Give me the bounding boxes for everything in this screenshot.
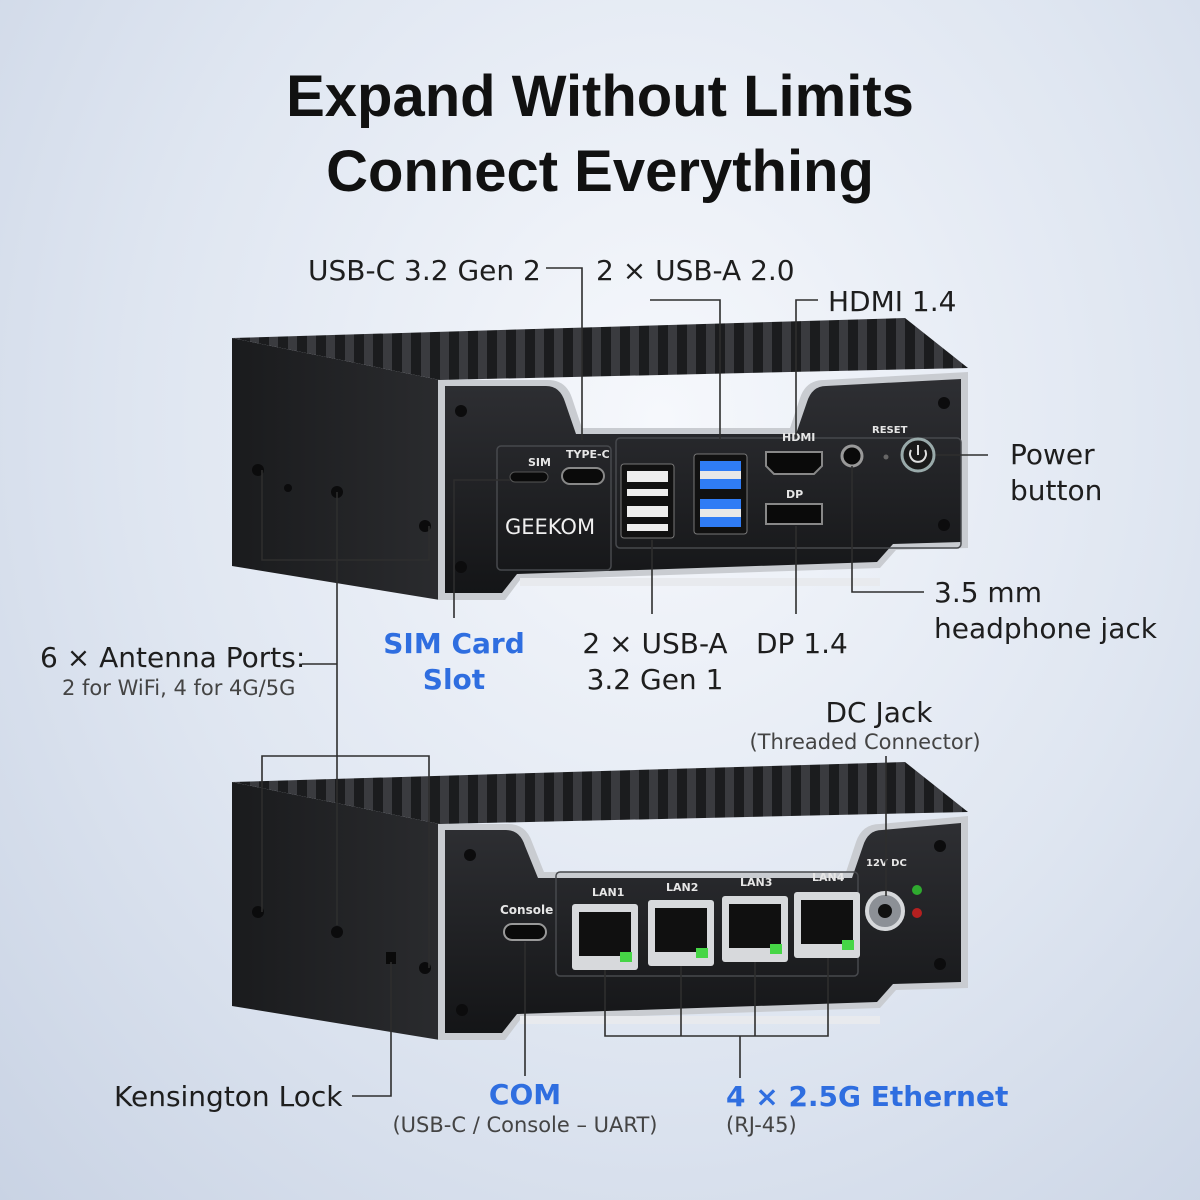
callout-dc-jack-sub: (Threaded Connector)	[749, 730, 981, 754]
callout-usb-a-2-0: 2 × USB-A 2.0	[596, 254, 795, 287]
kensington-slot	[386, 952, 396, 964]
bottom-side-panel	[232, 782, 440, 1040]
sim-slot	[509, 471, 549, 483]
power-led	[912, 885, 922, 895]
callout-antenna: 6 × Antenna Ports:	[40, 641, 306, 674]
callout-antenna-sub: 2 for WiFi, 4 for 4G/5G	[62, 676, 296, 700]
top-device: SIM TYPE-C GEEKOM HDMI DP RESET	[232, 318, 968, 600]
callout-audio-line2: headphone jack	[934, 612, 1157, 645]
callout-lines	[261, 267, 988, 1097]
callout-usb-a-3-2-line1: 2 × USB-A	[582, 627, 728, 660]
top-usb-c-port	[561, 467, 605, 485]
bottom-heatsink-fins	[232, 762, 968, 824]
callout-kensington: Kensington Lock	[114, 1080, 343, 1113]
label-lan3: LAN3	[740, 876, 772, 889]
callout-usb-c: USB-C 3.2 Gen 2	[308, 254, 541, 287]
callout-hdmi: HDMI 1.4	[828, 285, 957, 318]
console-usb-c-port	[503, 923, 547, 941]
callout-sim-line2: Slot	[422, 663, 486, 696]
label-lan4: LAN4	[812, 871, 845, 884]
headline-line-2: Connect Everything	[326, 139, 874, 204]
headline-line-1: Expand Without Limits	[286, 64, 914, 129]
rj45-ports	[572, 892, 860, 970]
callout-ethernet-sub: (RJ-45)	[726, 1113, 797, 1137]
callout-com: COM	[488, 1078, 562, 1111]
callout-com-sub: (USB-C / Console – UART)	[392, 1113, 658, 1137]
label-reset: RESET	[872, 425, 908, 436]
label-dp: DP	[786, 488, 803, 501]
label-lan1: LAN1	[592, 886, 624, 899]
callout-ethernet: 4 × 2.5G Ethernet	[726, 1080, 1009, 1113]
dp-port	[765, 503, 823, 525]
bottom-device: Console LAN1 LAN2 LAN3 LAN4 12V DC	[232, 762, 968, 1040]
label-sim: SIM	[528, 456, 551, 469]
callout-dc-jack: DC Jack	[825, 696, 933, 729]
label-lan2: LAN2	[666, 881, 698, 894]
label-typec: TYPE-C	[566, 448, 610, 461]
hdmi-port	[765, 451, 823, 475]
callout-dp: DP 1.4	[756, 627, 848, 660]
callout-usb-a-3-2-line2: 3.2 Gen 1	[586, 663, 724, 696]
callout-sim-line1: SIM Card	[383, 627, 525, 660]
brand-logo: GEEKOM	[505, 515, 595, 539]
label-hdmi: HDMI	[782, 431, 815, 444]
callout-audio-line1: 3.5 mm	[934, 576, 1042, 609]
power-icon	[909, 449, 927, 463]
audio-jack	[840, 444, 864, 468]
label-console: Console	[500, 903, 553, 917]
storage-led	[912, 908, 922, 918]
top-heatsink-fins	[232, 318, 968, 380]
top-side-panel	[232, 338, 440, 600]
callout-power-line2: button	[1010, 474, 1103, 507]
callout-power-line1: Power	[1010, 438, 1095, 471]
